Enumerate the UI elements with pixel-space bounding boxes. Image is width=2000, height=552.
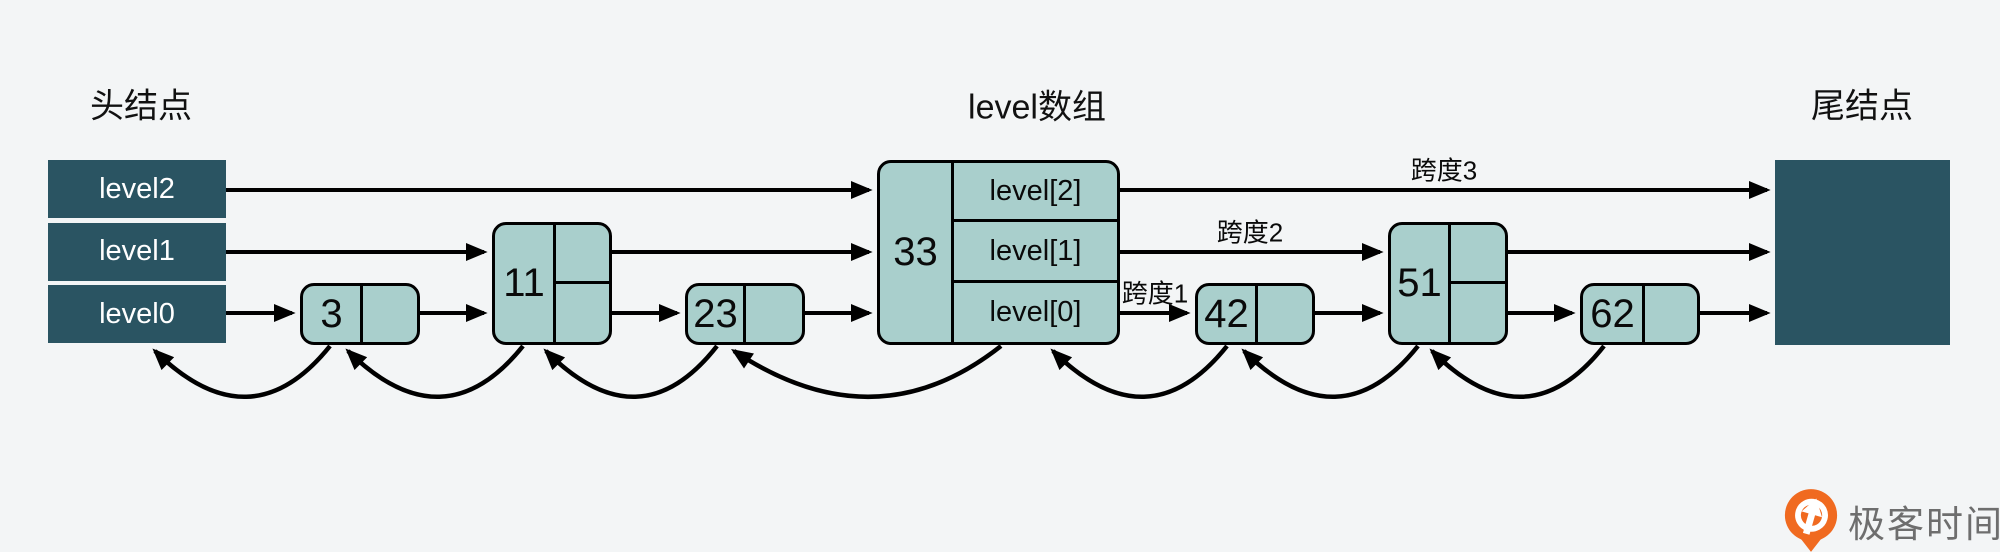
node-pointer-cell: level[0] bbox=[989, 296, 1082, 328]
node-11: 11 bbox=[492, 222, 612, 345]
node-62: 62 bbox=[1580, 283, 1700, 345]
head-node: level2 level1 level0 bbox=[48, 160, 226, 343]
node-pointer-cell bbox=[1645, 286, 1697, 342]
backward-arrow bbox=[345, 344, 525, 399]
backward-arrow bbox=[731, 344, 1003, 399]
title-level-array: level数组 bbox=[968, 88, 1106, 127]
span-label: 跨度1 bbox=[1121, 278, 1189, 309]
node-value: 42 bbox=[1198, 286, 1258, 342]
node-pointer-cell bbox=[556, 225, 609, 284]
backward-arrow bbox=[1050, 344, 1229, 399]
node-pointer-column bbox=[1451, 225, 1505, 342]
node-value: 62 bbox=[1583, 286, 1645, 342]
title-tail-node: 尾结点 bbox=[1811, 87, 1913, 126]
node-pointer-cell bbox=[1258, 286, 1312, 342]
node-pointer-column: level[2]level[1] level[0] bbox=[954, 163, 1117, 342]
tail-node bbox=[1775, 160, 1950, 345]
backward-arrow bbox=[1241, 344, 1420, 399]
node-pointer-cell bbox=[1451, 284, 1505, 342]
span-label: 跨度2 bbox=[1216, 217, 1284, 248]
node-51: 51 bbox=[1388, 222, 1508, 345]
node-pointer-column bbox=[746, 286, 802, 342]
backward-arrow bbox=[543, 344, 719, 399]
node-pointer-cell bbox=[556, 284, 609, 342]
head-level-row: level2 bbox=[48, 160, 226, 218]
node-23: 23 bbox=[685, 283, 805, 345]
backward-arrow bbox=[1429, 344, 1606, 399]
head-level-row: level0 bbox=[48, 285, 226, 343]
node-3: 3 bbox=[300, 283, 420, 345]
span-label: 跨度3 bbox=[1410, 155, 1478, 186]
backward-arrow bbox=[152, 344, 332, 399]
node-value: 11 bbox=[495, 225, 556, 342]
node-pointer-column bbox=[1258, 286, 1312, 342]
node-value: 23 bbox=[688, 286, 746, 342]
node-value: 51 bbox=[1391, 225, 1451, 342]
node-pointer-cell bbox=[1451, 225, 1505, 284]
node-42: 42 bbox=[1195, 283, 1315, 345]
title-head-node: 头结点 bbox=[90, 87, 192, 126]
node-pointer-column bbox=[363, 286, 417, 342]
node-pointer-cell bbox=[746, 286, 802, 342]
node-pointer-cell: level[2] bbox=[954, 163, 1117, 222]
head-level-row: level1 bbox=[48, 222, 226, 281]
node-value: 3 bbox=[303, 286, 363, 342]
node-pointer-cell: level[1] bbox=[954, 222, 1117, 283]
node-pointer-column bbox=[1645, 286, 1697, 342]
node-pointer-cell bbox=[363, 286, 417, 342]
geektime-logo: 极客时间 bbox=[1782, 488, 2000, 552]
node-pointer-column bbox=[556, 225, 609, 342]
node-value: 33 bbox=[880, 163, 954, 342]
geektime-logo-text: 极客时间 bbox=[1848, 504, 2000, 545]
geektime-logo-icon bbox=[1784, 489, 1838, 552]
